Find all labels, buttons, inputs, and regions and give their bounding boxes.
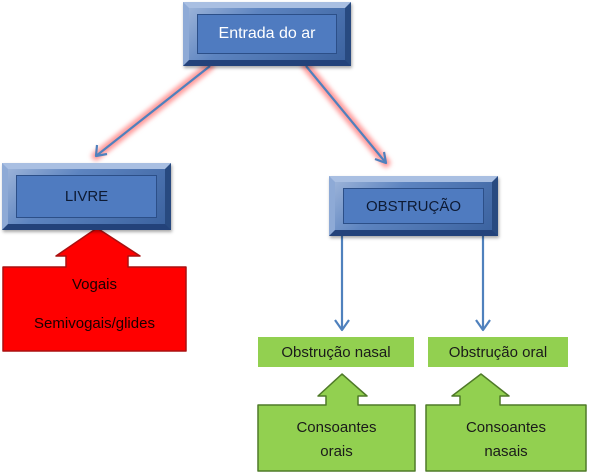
callout-nasal-shape [257, 373, 416, 472]
node-obstrucao: OBSTRUÇÃO [329, 176, 498, 236]
arrow-obstrucao-to-oral [475, 236, 491, 332]
node-livre: LIVRE [2, 163, 171, 230]
node-entrada-do-ar-label: Entrada do ar [197, 14, 337, 54]
callout-oral-line1: Consoantes [465, 419, 547, 436]
arrow-root-to-livre [94, 65, 211, 158]
callout-oral-line2: nasais [484, 443, 528, 460]
node-obstrucao-oral: Obstrução oral [428, 337, 568, 367]
callout-oral-shape [425, 373, 587, 472]
node-obstrucao-nasal: Obstrução nasal [258, 337, 414, 367]
callout-nasal-line2: orais [320, 443, 353, 460]
node-entrada-do-ar: Entrada do ar [183, 2, 351, 66]
arrow-root-to-obstrucao [305, 65, 388, 165]
callout-livre-shape [2, 227, 187, 352]
callout-livre-line2: Semivogais/glides [34, 315, 155, 332]
node-livre-label: LIVRE [16, 175, 157, 218]
node-obstrucao-label: OBSTRUÇÃO [343, 188, 484, 224]
callout-nasal-line1: Consoantes [296, 419, 377, 436]
arrow-obstrucao-to-nasal [334, 236, 350, 332]
callout-livre-line1: Vogais [71, 276, 118, 293]
